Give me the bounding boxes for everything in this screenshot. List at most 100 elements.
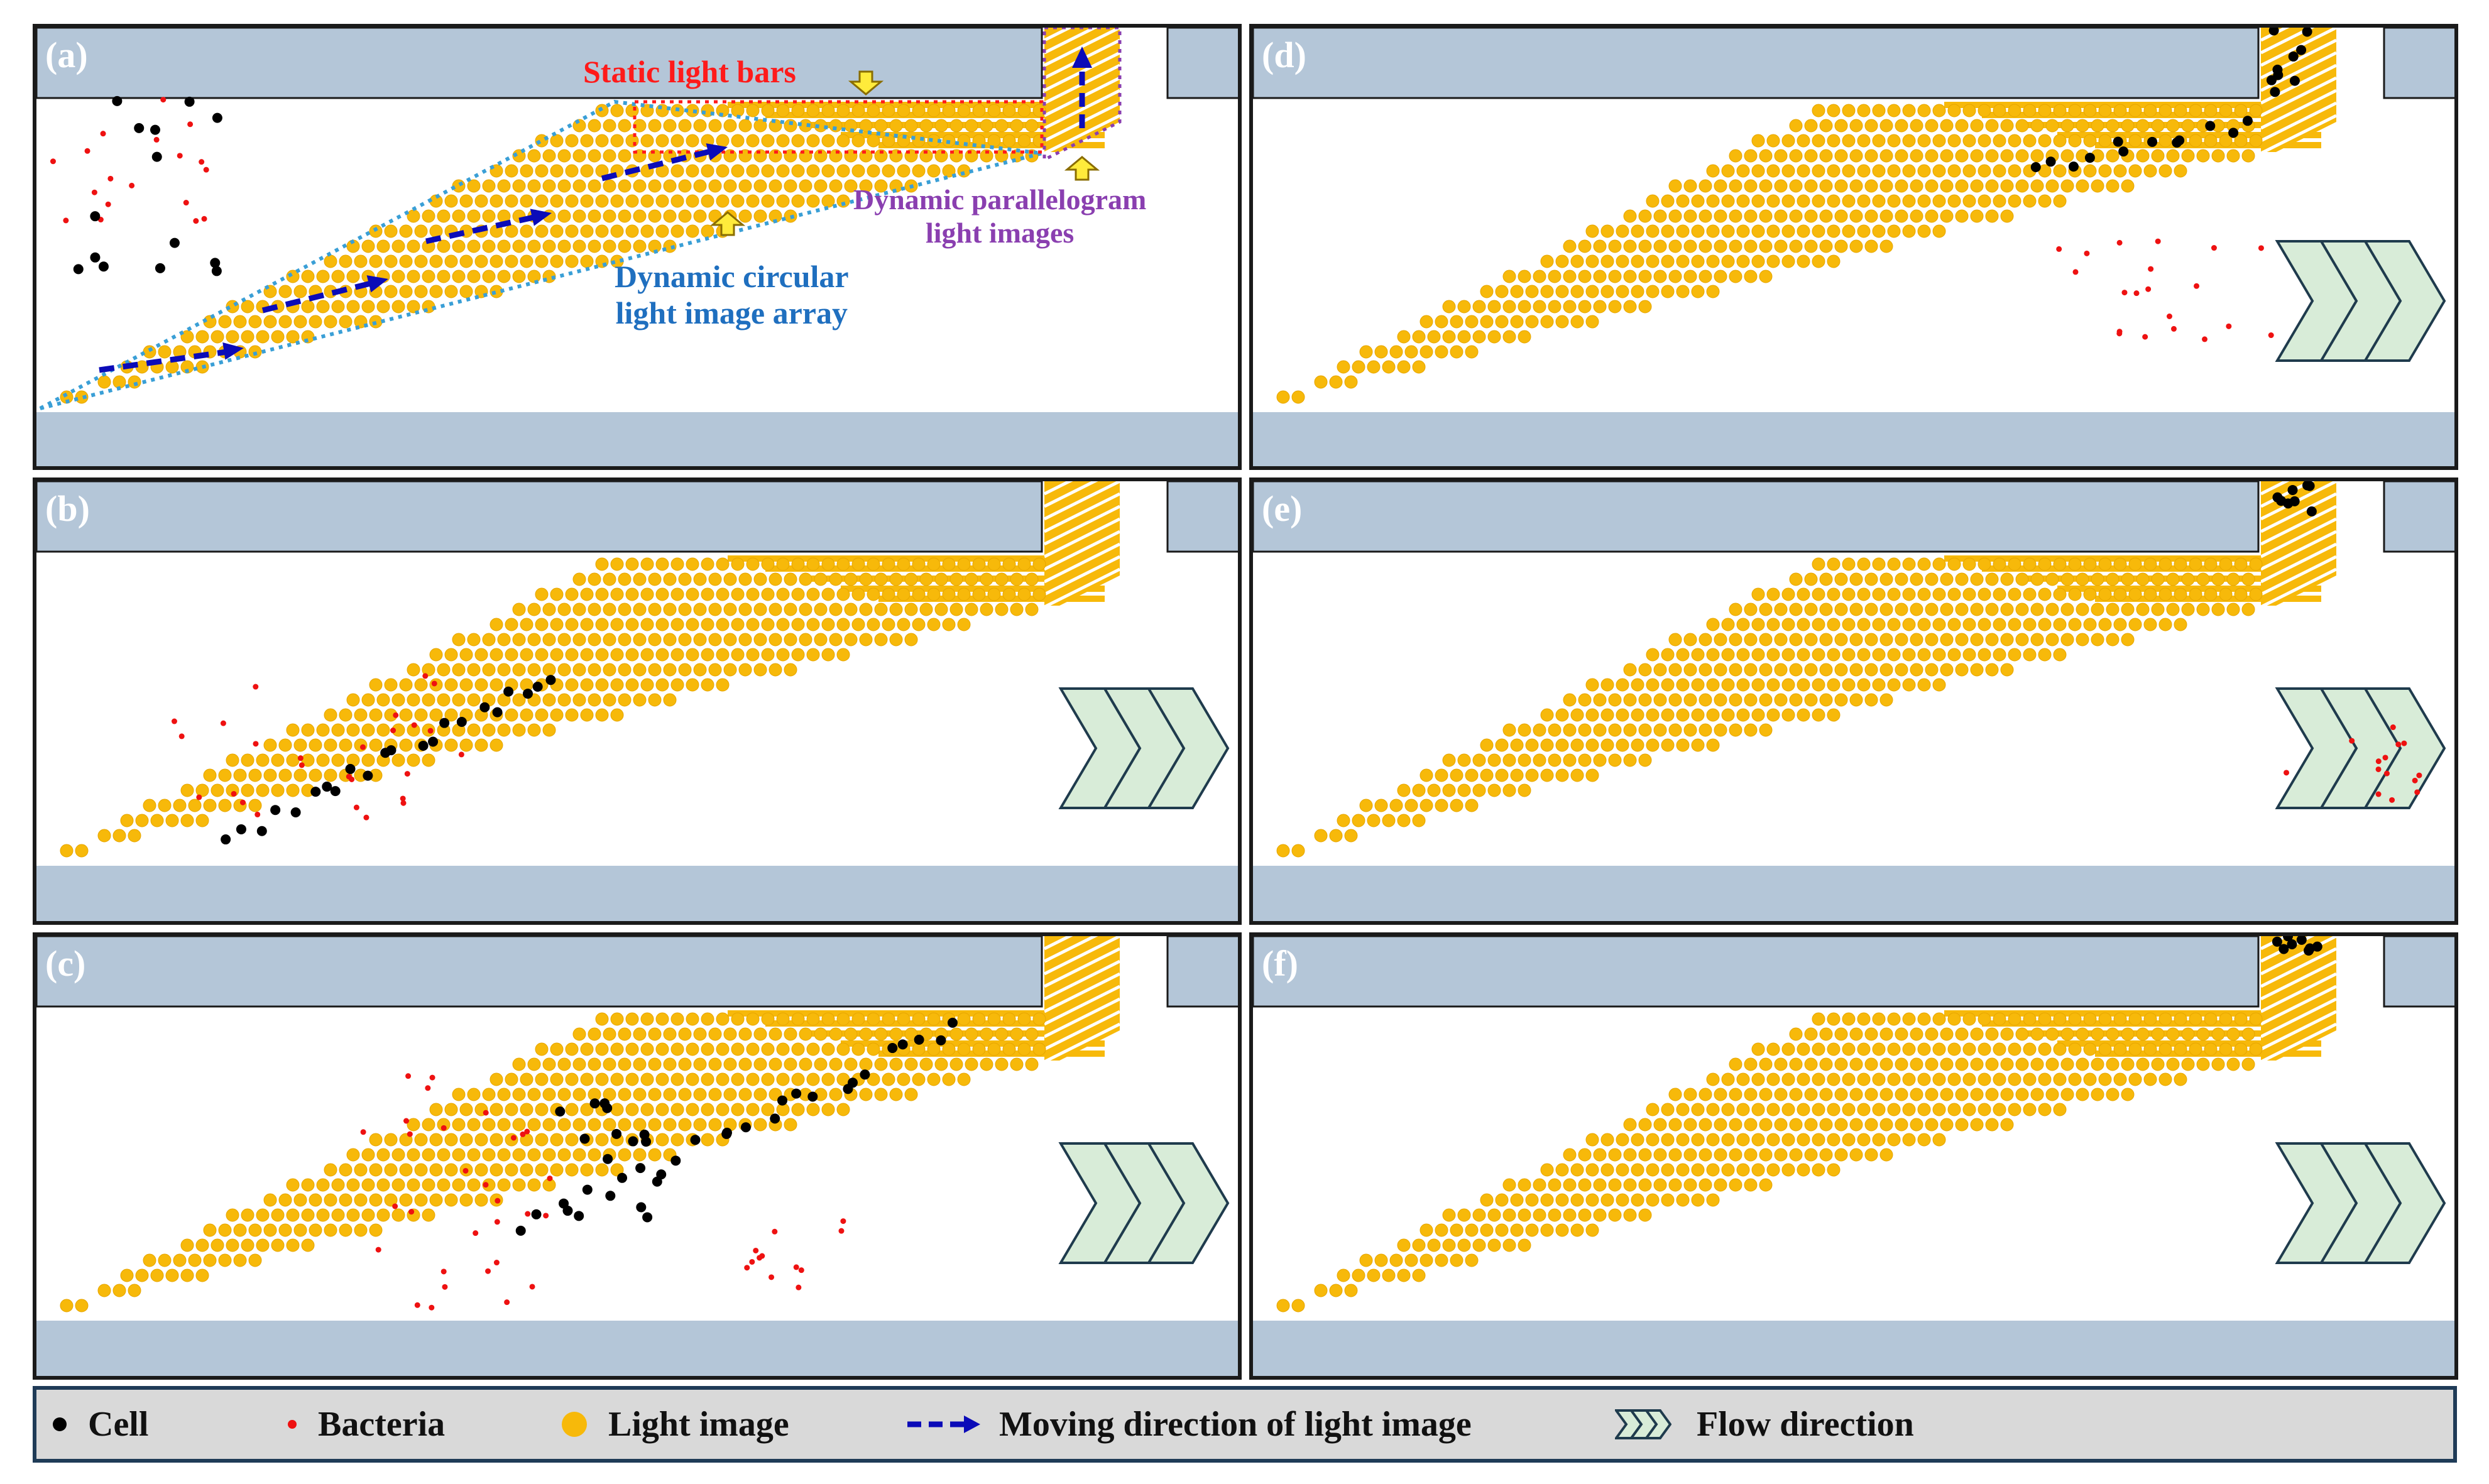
light-image-dot [2008, 557, 2021, 571]
light-image-dot [2083, 618, 2097, 631]
dynamic-circular-line-1: Dynamic circular [615, 259, 849, 294]
light-image-dot [339, 1223, 353, 1237]
light-image-dot [1450, 345, 1463, 359]
light-image-dot [1032, 557, 1046, 571]
cell-dot [2283, 936, 2294, 942]
light-image-dot [150, 1268, 164, 1282]
light-image-dot [588, 209, 601, 223]
bacteria-dot [105, 201, 111, 207]
light-image-dot [1834, 633, 1848, 647]
light-image-dot [1864, 572, 1878, 586]
light-image-dot [1932, 1042, 1946, 1056]
light-image-dot [2174, 1072, 2187, 1086]
light-image-dot [942, 164, 956, 178]
light-image-dot [2008, 1072, 2021, 1086]
light-image-dot [1683, 270, 1697, 283]
light-image-dot [731, 648, 745, 662]
light-image-dot [1834, 149, 1848, 163]
light-image-dot [263, 768, 277, 782]
light-image-dot [1864, 239, 1878, 253]
light-image-dot [565, 1163, 579, 1177]
light-image-dot [1932, 557, 1946, 571]
light-image-dot [1834, 1057, 1848, 1071]
light-image-dot [369, 1223, 383, 1237]
light-image-dot [2136, 119, 2150, 133]
light-image-dot [1721, 618, 1735, 631]
light-image-dot [143, 799, 156, 812]
light-image-dot [1721, 194, 1735, 208]
pointer-arrow-icon [848, 70, 884, 95]
light-image-dot [1555, 1223, 1569, 1237]
light-image-dot [1872, 224, 1886, 238]
light-image-dot [701, 224, 714, 238]
light-image-dot [904, 1057, 918, 1071]
light-image-dot [2015, 1088, 2029, 1101]
light-image-dot [557, 693, 571, 707]
light-image-dot [173, 1253, 187, 1267]
light-image-dot [686, 648, 699, 662]
light-image-dot [934, 119, 948, 133]
light-image-dot [686, 587, 699, 601]
light-image-dot [701, 1012, 714, 1026]
light-image-dot [2000, 663, 2014, 677]
light-image-dot [1887, 557, 1901, 571]
light-image-dot [882, 1072, 895, 1086]
light-image-dot [2060, 603, 2074, 616]
light-image-dot [912, 1072, 926, 1086]
light-image-dot [618, 149, 632, 163]
light-image-dot [1910, 663, 1923, 677]
cell-dot [270, 805, 281, 816]
light-image-dot [2030, 633, 2044, 647]
light-image-dot [1593, 1208, 1607, 1222]
light-image-dot [226, 1208, 239, 1222]
light-image-dot [331, 300, 345, 314]
light-image-dot [2241, 149, 2255, 163]
light-image-dot [1744, 1057, 1758, 1071]
light-image-dot [738, 1057, 752, 1071]
light-image-dot [1925, 149, 1939, 163]
light-image-dot [150, 814, 164, 827]
bacteria-dot [201, 216, 207, 222]
light-image-dot [1864, 1118, 1878, 1132]
light-image-dot [1578, 300, 1592, 314]
light-image-dot [2091, 603, 2104, 616]
light-image-dot [505, 1072, 518, 1086]
light-image-dot [557, 633, 571, 647]
top-channel-wall [1253, 936, 2260, 1008]
light-image-dot [821, 648, 835, 662]
parallelogram-stripe [2261, 101, 2336, 143]
bacteria-dot [393, 712, 399, 718]
light-image-dot [542, 179, 556, 193]
light-image-dot [369, 708, 383, 722]
light-image-dot [233, 768, 247, 782]
light-image-dot [1902, 194, 1916, 208]
light-image-dot [414, 1193, 428, 1207]
light-image-dot [791, 1042, 805, 1056]
parallelogram-stripe [2261, 89, 2336, 130]
light-image-dot [1842, 164, 1856, 178]
light-image-dot [603, 1088, 616, 1101]
light-image-dot [1804, 119, 1818, 133]
light-image-dot [1442, 783, 1456, 797]
panel-f-figure [1253, 936, 2454, 1376]
light-image-dot [1940, 572, 1954, 586]
bacteria-dot [84, 148, 90, 154]
light-image-dot [731, 557, 745, 571]
light-image-dot [1902, 557, 1916, 571]
light-image-dot [572, 1027, 586, 1041]
light-image-dot [738, 1027, 752, 1041]
bacteria-dot [359, 744, 366, 750]
light-image-dot [595, 1042, 609, 1056]
light-image-dot [1887, 164, 1901, 178]
cell-dot [936, 1035, 946, 1045]
light-image-dot [980, 603, 993, 616]
light-image-dot [429, 708, 443, 722]
light-image-dot [1623, 663, 1637, 677]
light-image-dot [889, 603, 903, 616]
cell-dot [2084, 153, 2095, 163]
static-light-bar [841, 586, 1105, 592]
light-image-dot [2158, 557, 2172, 571]
light-image-dot [1646, 708, 1660, 722]
light-image-dot [2045, 1088, 2059, 1101]
light-image-dot [1623, 693, 1637, 707]
